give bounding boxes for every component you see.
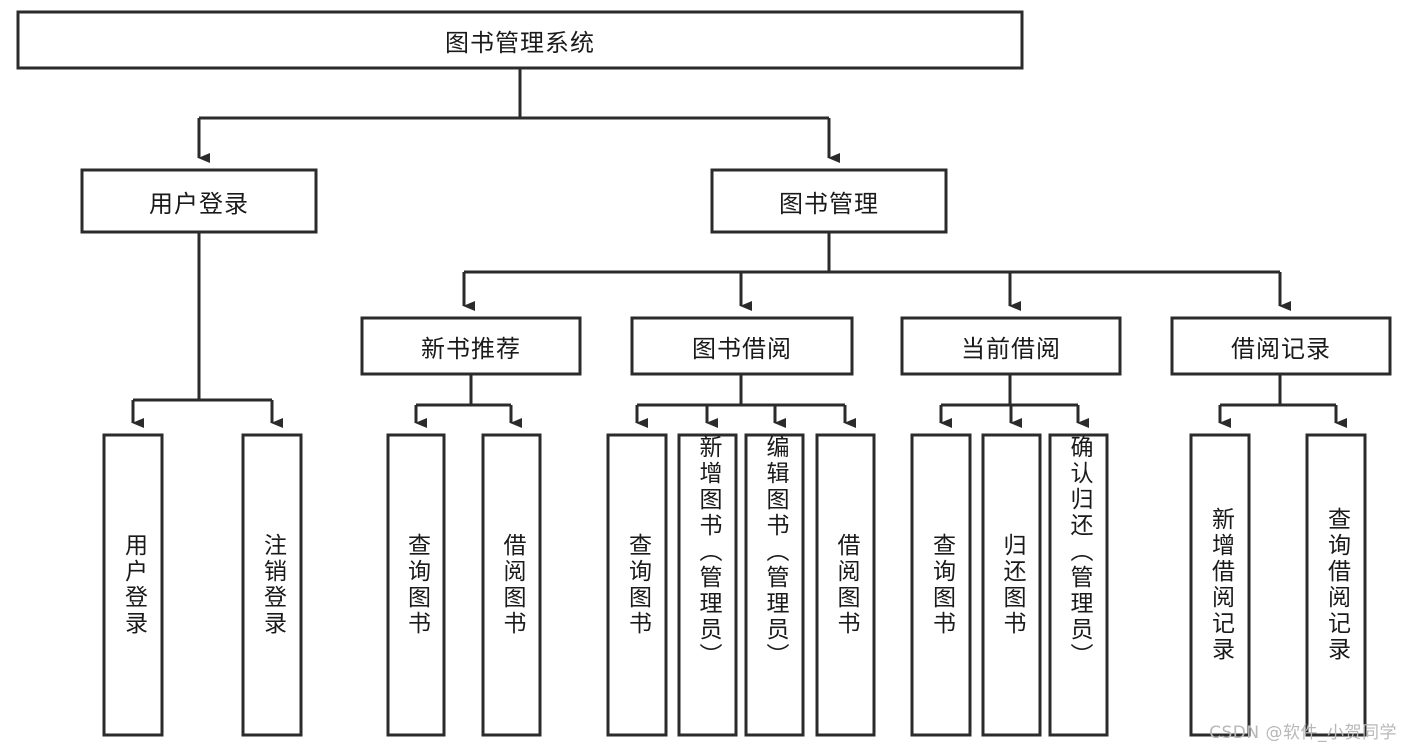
leaf-borrow-book-2[interactable] [815, 433, 876, 737]
leaf-borrow-book-1[interactable] [481, 433, 542, 737]
leaf-logout-login[interactable] [241, 433, 303, 737]
leaf-return-book[interactable] [981, 433, 1042, 737]
leaf-query-book-1[interactable] [386, 433, 446, 737]
leaf-confirm-return-admin[interactable] [1048, 433, 1109, 737]
node-new-book-recommend[interactable] [360, 316, 582, 376]
leaf-add-borrow-record[interactable] [1189, 433, 1251, 737]
node-borrow-record[interactable] [1170, 316, 1392, 376]
node-user-login[interactable] [80, 168, 318, 234]
leaf-query-borrow-record[interactable] [1305, 433, 1367, 737]
leaf-query-book-3[interactable] [910, 433, 972, 737]
leaf-query-book-2[interactable] [606, 433, 668, 737]
node-book-borrow[interactable] [630, 316, 854, 376]
node-book-manage[interactable] [710, 168, 948, 234]
leaf-edit-book-admin[interactable] [744, 433, 805, 737]
watermark-text: CSDN @软件_小贺同学 [1209, 723, 1397, 743]
node-current-borrow[interactable] [900, 316, 1122, 376]
node-root[interactable] [16, 10, 1024, 70]
leaf-user-login[interactable] [102, 433, 164, 737]
leaf-add-book-admin[interactable] [677, 433, 738, 737]
